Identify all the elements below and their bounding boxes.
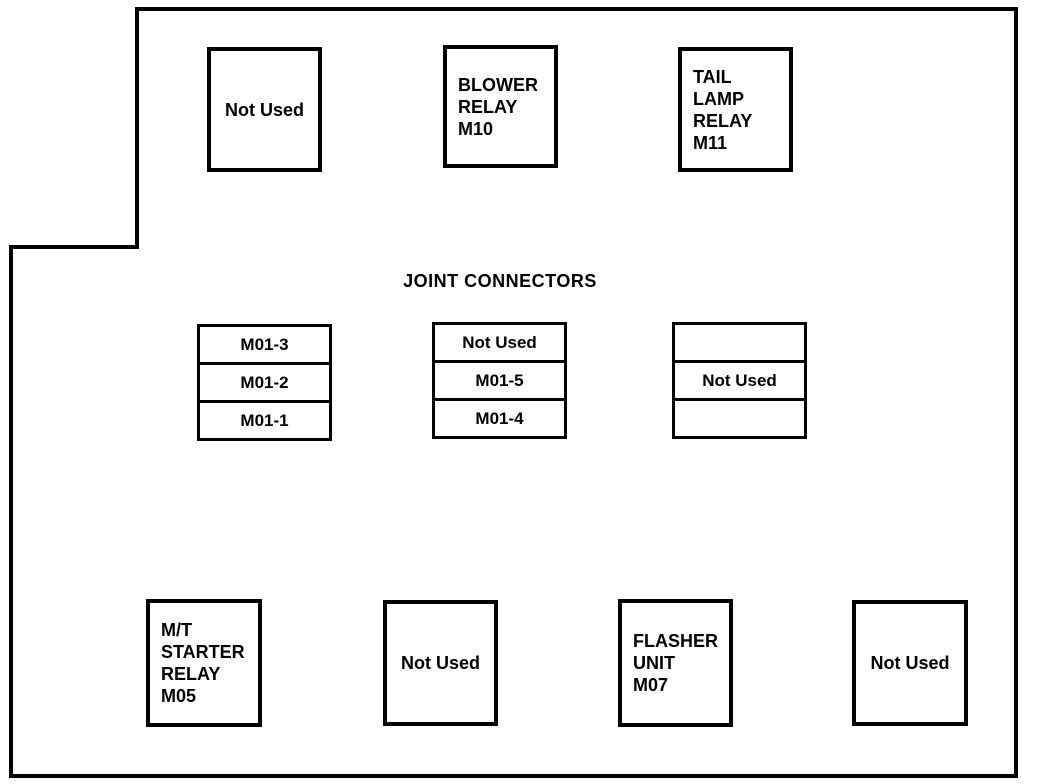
relay-slot-label: Not Used [870, 653, 950, 673]
relay-slot-label: FLASHER [633, 631, 718, 651]
joint-connector-cell: Not Used [432, 322, 567, 363]
joint-connector-cell: Not Used [672, 360, 807, 401]
joint-connector-group-left: M01-3 M01-2 M01-1 [197, 324, 332, 441]
relay-slot-label: RELAY [693, 110, 753, 131]
relay-slot-tail-lamp-relay: TAIL LAMP RELAY M11 [678, 47, 793, 172]
relay-slot-label: STARTER [161, 642, 245, 662]
relay-slot-label: M10 [458, 118, 494, 139]
relay-slot-mt-starter-relay: M/T STARTER RELAY M05 [146, 599, 262, 727]
relay-slot-label: RELAY [458, 96, 518, 117]
relay-slot-label: Not Used [224, 99, 304, 120]
relay-slot-label: M/T [161, 620, 192, 640]
joint-connector-cell: M01-4 [432, 398, 567, 439]
joint-connector-label: M01-1 [240, 410, 289, 430]
relay-slot-label: M07 [633, 675, 669, 695]
relay-slot-label: Not Used [400, 653, 480, 673]
joint-connector-label: M01-5 [475, 370, 524, 390]
relay-slot-not-used-top: Not Used [207, 47, 322, 172]
relay-slot-label: TAIL [693, 66, 732, 87]
joint-connectors-heading: JOINT CONNECTORS [403, 271, 597, 291]
joint-connector-label: M01-3 [240, 334, 289, 354]
joint-connector-cell: M01-3 [197, 324, 332, 365]
joint-connector-cell: M01-2 [197, 362, 332, 403]
relay-slot-label: LAMP [693, 88, 744, 109]
joint-connector-cell-blank [672, 322, 807, 363]
joint-connector-cell: M01-5 [432, 360, 567, 401]
relay-slot-flasher-unit: FLASHER UNIT M07 [618, 599, 733, 727]
relay-slot-label: BLOWER [458, 74, 538, 95]
joint-connector-label: M01-4 [475, 408, 524, 428]
joint-connector-group-right: Not Used [672, 322, 807, 439]
relay-slot-not-used-bottom-2: Not Used [852, 600, 968, 726]
relay-slot-label: UNIT [633, 653, 675, 673]
joint-connector-cell-blank [672, 398, 807, 439]
relay-slot-not-used-bottom-1: Not Used [383, 600, 498, 726]
relay-slot-blower-relay: BLOWER RELAY M10 [443, 45, 558, 168]
joint-connector-cell: M01-1 [197, 400, 332, 441]
joint-connector-label: M01-2 [240, 372, 289, 392]
joint-connector-label: Not Used [702, 370, 777, 390]
relay-slot-label: M11 [693, 132, 728, 153]
relay-slot-label: RELAY [161, 664, 221, 684]
joint-connector-group-center: Not Used M01-5 M01-4 [432, 322, 567, 439]
joint-connector-label: Not Used [462, 332, 537, 352]
relay-slot-label: M05 [161, 686, 197, 706]
